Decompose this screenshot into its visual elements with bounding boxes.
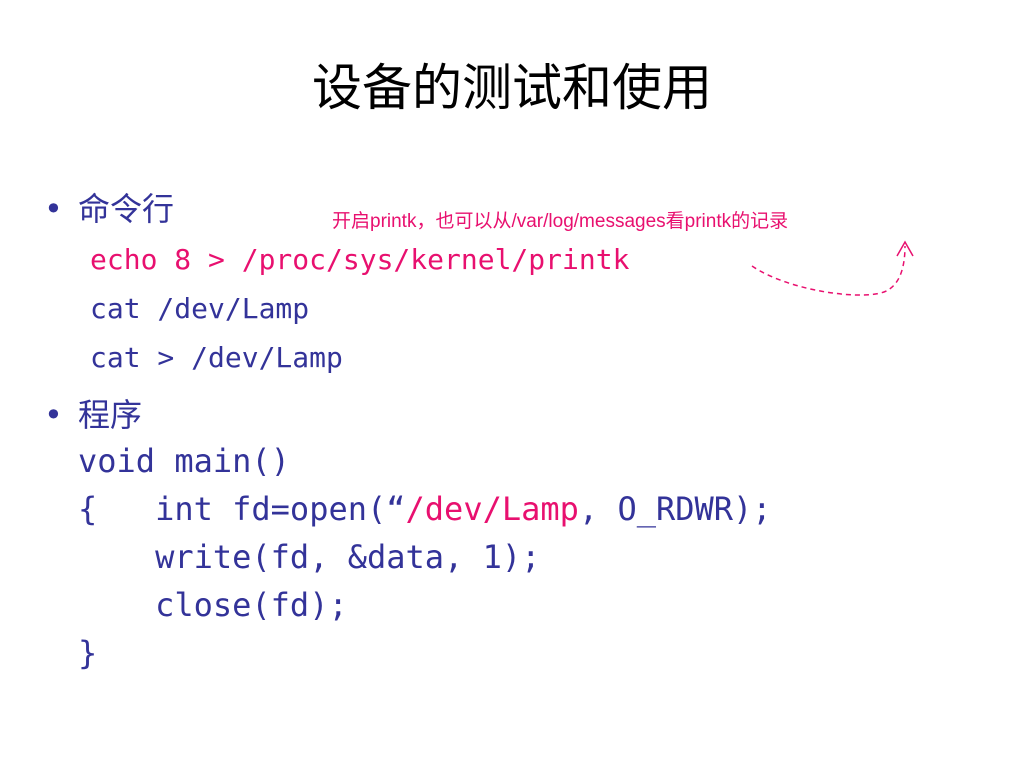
bullet-marker: • (44, 396, 63, 434)
code-device-path: /dev/Lamp (405, 490, 579, 528)
bullet-program: • 程序 (44, 396, 142, 434)
command-line-2: cat /dev/Lamp (90, 292, 310, 325)
slide-title: 设备的测试和使用 (312, 59, 712, 117)
printk-annotation: 开启printk，也可以从/var/log/messages看printk的记录 (332, 211, 789, 232)
code-line-3: write(fd, &data, 1); (78, 538, 541, 576)
bullet-marker: • (44, 190, 63, 228)
code-open-call: { int fd=open(“ (78, 490, 406, 528)
code-line-2: { int fd=open(“/dev/Lamp, O_RDWR); (78, 490, 772, 528)
code-line-1: void main() (78, 442, 290, 480)
code-open-flags: , O_RDWR); (578, 490, 772, 528)
bullet-command-line: • 命令行 (44, 190, 174, 228)
code-line-4: close(fd); (78, 586, 348, 624)
code-line-5: } (78, 634, 98, 672)
command-line-1: echo 8 > /proc/sys/kernel/printk (90, 243, 630, 276)
bullet-label: 命令行 (78, 190, 175, 228)
bullet-label: 程序 (78, 396, 143, 434)
command-line-3: cat > /dev/Lamp (90, 341, 343, 374)
